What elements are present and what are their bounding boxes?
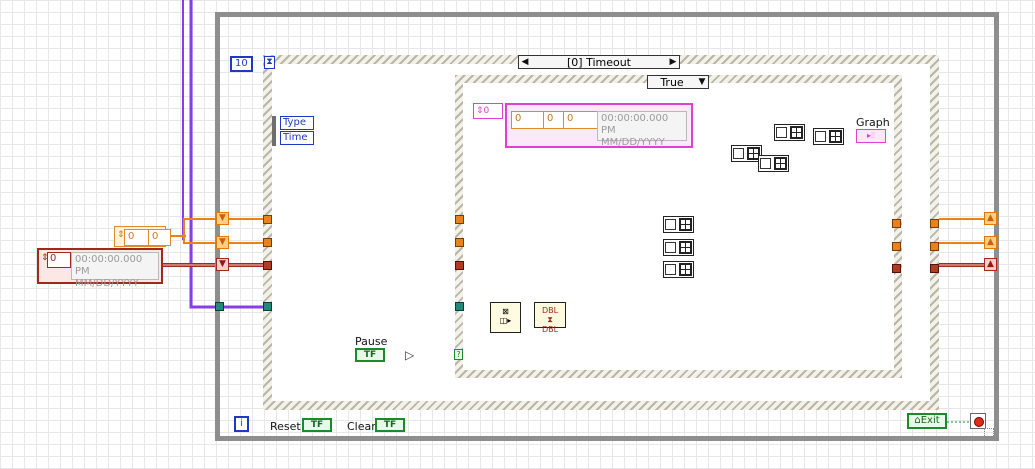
exit-control[interactable]: ⌂Exit <box>907 413 947 429</box>
red-cluster-constant[interactable]: ⇕ 0 00:00:00.000 PM MM/DD/YYYY <box>37 248 163 289</box>
bundle-node-2[interactable] <box>758 155 789 172</box>
pause-control[interactable]: TF <box>355 348 385 362</box>
bundle-icon <box>773 157 787 170</box>
red-num[interactable]: 0 <box>47 252 71 268</box>
shift-register-icon[interactable]: ▲ <box>984 258 997 271</box>
shift-register-icon[interactable]: ▼ <box>216 212 229 225</box>
cluster-timestamp-time: 00:00:00.000 PM <box>601 113 669 136</box>
bundle-icon <box>789 126 803 139</box>
chevron-left-icon[interactable]: ◀ <box>521 57 529 67</box>
clock-icon: DBL⧗DBL <box>541 306 559 334</box>
hourglass-icon: ⧗ <box>264 56 275 69</box>
tunnel-icon <box>930 242 939 251</box>
tunnel-icon <box>455 215 464 224</box>
index-icon: ⇕ <box>117 230 125 240</box>
orange-num-b[interactable]: 0 <box>148 229 171 246</box>
build-array-icon <box>678 263 692 276</box>
home-icon: ⌂ <box>914 415 921 426</box>
stop-icon[interactable] <box>970 413 986 429</box>
tunnel-icon <box>930 219 939 228</box>
cluster-timestamp-date: MM/DD/YYYY <box>601 137 665 148</box>
iteration-terminal: i <box>234 416 249 432</box>
case-selector[interactable]: True ▼ <box>647 75 709 89</box>
graph-terminal[interactable]: ▸⫶⫶ <box>856 129 886 143</box>
shift-register-icon[interactable]: ▼ <box>216 258 229 271</box>
tunnel-icon <box>892 242 901 251</box>
pause-label: Pause <box>355 335 388 348</box>
shift-register-icon[interactable]: ▼ <box>216 236 229 249</box>
shift-register-icon[interactable]: ▲ <box>984 212 997 225</box>
build-array-node-3[interactable] <box>663 261 694 278</box>
cluster-num-c[interactable]: 0 <box>563 111 601 129</box>
build-array-icon <box>678 218 692 231</box>
tunnel-icon <box>930 264 939 273</box>
cluster-constant[interactable]: 0 0 0 00:00:00.000 PM MM/DD/YYYY <box>505 103 693 148</box>
event-data-type: Type <box>280 116 314 130</box>
unbundle-node[interactable]: ⊠◫▸ <box>490 302 521 333</box>
graph-label: Graph <box>856 116 890 129</box>
case-selector-label: True <box>660 75 684 89</box>
exit-label: Exit <box>920 415 940 426</box>
tunnel-icon <box>215 302 224 311</box>
tunnel-icon <box>892 219 901 228</box>
chevron-right-icon[interactable]: ▶ <box>669 57 677 67</box>
tunnel-icon <box>263 238 272 247</box>
red-timestamp-time: 00:00:00.000 PM <box>75 254 143 277</box>
index-icon: ⇕ <box>41 253 49 263</box>
case-selector-terminal[interactable]: ? <box>454 349 463 360</box>
event-data-node[interactable]: Type Time <box>272 116 314 146</box>
red-timestamp[interactable]: 00:00:00.000 PM MM/DD/YYYY <box>71 252 159 289</box>
bundle-node-1[interactable] <box>731 145 762 162</box>
bundle-icon <box>746 147 760 160</box>
tunnel-icon <box>892 264 901 273</box>
clear-control[interactable]: TF <box>375 418 405 432</box>
bundle-icon <box>828 130 842 143</box>
event-selector[interactable]: ◀ [0] Timeout ▶ <box>518 55 680 69</box>
get-datetime-node[interactable]: DBL⧗DBL <box>534 302 566 334</box>
loop-condition-icon[interactable] <box>984 428 994 438</box>
build-array-node-1[interactable] <box>663 216 694 233</box>
timeout-constant[interactable]: 10 <box>230 56 253 72</box>
tunnel-icon <box>455 238 464 247</box>
cluster-timestamp[interactable]: 00:00:00.000 PM MM/DD/YYYY <box>597 111 687 148</box>
shift-register-icon[interactable]: ▲ <box>984 236 997 249</box>
tunnel-icon <box>263 261 272 270</box>
unbundle-icon: ⊠◫▸ <box>499 307 512 325</box>
red-timestamp-date: MM/DD/YYYY <box>75 278 139 289</box>
event-selector-label: [0] Timeout <box>566 55 631 69</box>
cluster-index-icon: ⇕0 <box>473 103 503 119</box>
bundle-node-4[interactable] <box>813 128 844 145</box>
tunnel-icon <box>455 261 464 270</box>
event-data-time: Time <box>280 131 314 145</box>
reset-label: Reset <box>270 420 301 433</box>
tunnel-icon <box>263 215 272 224</box>
build-array-node-2[interactable] <box>663 239 694 256</box>
clear-label: Clear <box>347 420 376 433</box>
chevron-down-icon[interactable]: ▼ <box>698 77 706 87</box>
not-gate-icon[interactable]: ▷ <box>405 348 415 362</box>
orange-cluster-constant[interactable]: ⇕ 0 0 <box>114 226 171 247</box>
reset-control[interactable]: TF <box>302 418 332 432</box>
tunnel-icon <box>263 302 272 311</box>
while-loop-frame[interactable] <box>215 12 999 441</box>
bundle-node-3[interactable] <box>774 124 805 141</box>
tunnel-icon <box>455 302 464 311</box>
cluster-num-a[interactable]: 0 <box>511 111 545 129</box>
build-array-icon <box>678 241 692 254</box>
cluster-num-b[interactable]: 0 <box>543 111 567 129</box>
